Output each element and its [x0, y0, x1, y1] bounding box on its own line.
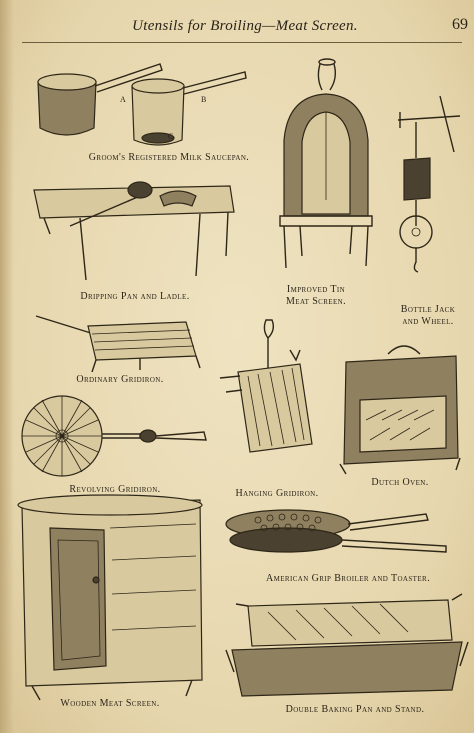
caption-grip-broiler: American Grip Broiler and Toaster. — [266, 573, 430, 584]
milk-saucepan-illustration: A B C — [37, 63, 247, 146]
bottle-jack-illustration — [397, 95, 461, 273]
letter-c-label: C — [168, 132, 173, 141]
revolving-gridiron-illustration — [21, 395, 207, 477]
caption-milk-saucepan: Groom's Registered Milk Saucepan. — [88, 152, 250, 163]
caption-meat-screen-line1: Improved Tin — [286, 284, 346, 295]
wooden-meat-screen-illustration — [17, 494, 203, 701]
caption-dripping-pan: Dripping Pan and Ladle. — [80, 291, 190, 302]
caption-meat-screen-line2: Meat Screen. — [285, 296, 347, 307]
caption-dutch-oven: Dutch Oven. — [371, 477, 429, 488]
ordinary-gridiron-illustration — [35, 315, 201, 373]
dutch-oven-illustration — [339, 345, 461, 475]
caption-bottle-jack-line1: Bottle Jack — [400, 304, 456, 315]
tin-meat-screen-illustration — [279, 58, 373, 269]
caption-hanging-gridiron: Hanging Gridiron. — [235, 488, 319, 499]
caption-ordinary-gridiron: Ordinary Gridiron. — [76, 374, 164, 385]
baking-pan-illustration — [225, 593, 469, 697]
dripping-pan-illustration — [33, 181, 235, 281]
hanging-gridiron-illustration — [219, 319, 313, 453]
letter-b-label: B — [201, 95, 206, 104]
header-rule — [22, 42, 462, 43]
caption-bottle-jack-line2: and Wheel. — [402, 316, 454, 327]
page-number: 69 — [452, 16, 468, 33]
grip-broiler-illustration — [225, 509, 447, 553]
caption-baking-pan: Double Baking Pan and Stand. — [285, 704, 425, 715]
caption-wooden-meat-screen: Wooden Meat Screen. — [60, 698, 160, 709]
caption-revolving-gridiron: Revolving Gridiron. — [69, 484, 161, 495]
page-title: Utensils for Broiling—Meat Screen. — [132, 18, 358, 34]
page-binding-shadow — [0, 0, 14, 733]
letter-a-label: A — [120, 95, 126, 104]
